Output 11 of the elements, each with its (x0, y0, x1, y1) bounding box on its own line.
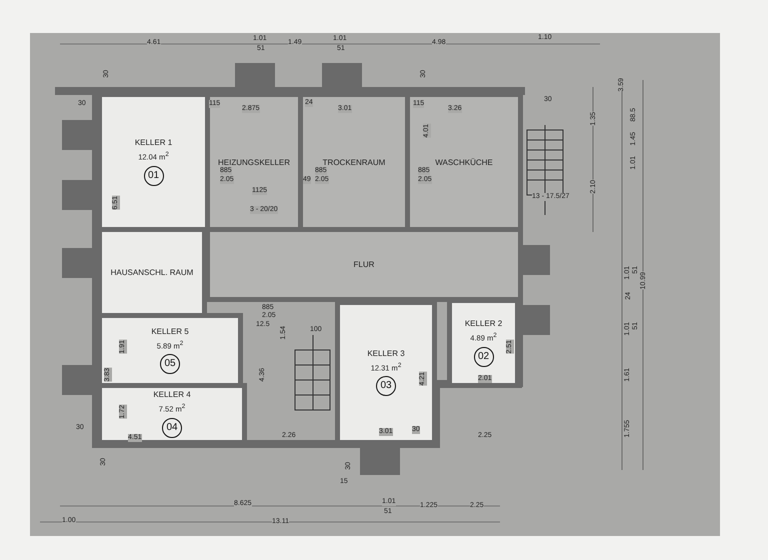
room-name: TROCKENRAUM (322, 158, 386, 166)
room-number: 01 (144, 166, 164, 186)
room-name: HEIZUNGSKELLER (218, 158, 290, 166)
room-name: FLUR (354, 260, 374, 269)
room-number: 05 (160, 354, 180, 374)
room-name: KELLER 2 (464, 319, 502, 328)
room-number: 02 (474, 346, 494, 367)
room-name: KELLER 5 (151, 326, 189, 336)
room-name: HAUSANSCHL. RAUM (110, 268, 194, 277)
room-name: WASCHKÜCHE (435, 158, 493, 166)
room-name: KELLER 1 (134, 138, 172, 148)
